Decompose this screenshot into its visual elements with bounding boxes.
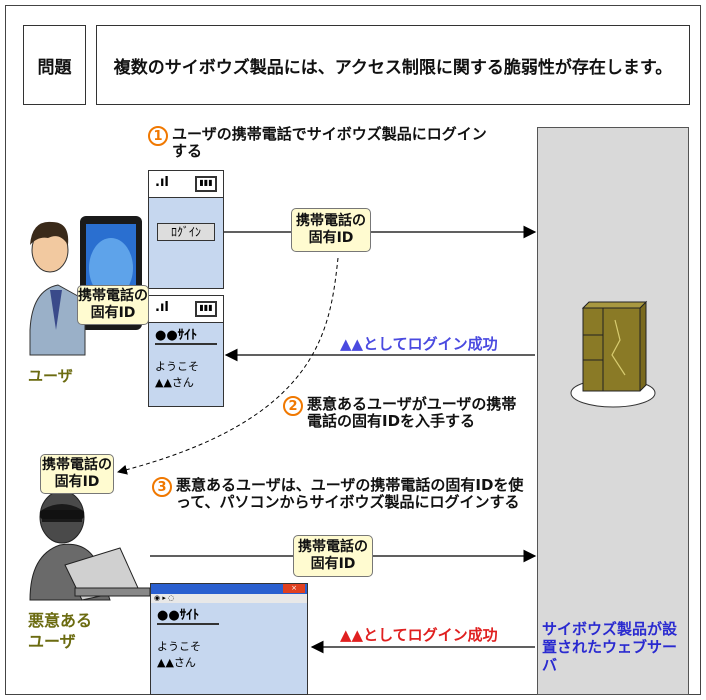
problem-description-text: 複数のサイボウズ製品には、アクセス制限に関する脆弱性が存在します。 bbox=[113, 57, 673, 78]
pc-site-title: ●●ｻｲﾄ bbox=[157, 604, 219, 625]
battery-icon: ▮▮▮ bbox=[195, 301, 217, 317]
phone-user-name: ▲▲さん bbox=[155, 376, 194, 389]
web-server-label: サイボウズ製品が設置されたウェブサーバ bbox=[542, 620, 678, 674]
web-server-column bbox=[537, 127, 689, 695]
step2-text: 悪意あるユーザがユーザの携帯電話の固有IDを入手する bbox=[307, 395, 517, 430]
phone-status-bar: .ıl ▮▮▮ bbox=[149, 171, 223, 198]
problem-label: 問題 bbox=[23, 25, 86, 105]
pc-user-name: ▲▲さん bbox=[157, 656, 196, 669]
phone-id-note-attacker: 携帯電話の固有ID bbox=[40, 454, 114, 494]
step1-text: ユーザの携帯電話でサイボウズ製品にログインする bbox=[172, 125, 487, 160]
pc-welcome: ようこそ bbox=[157, 640, 201, 653]
server-icon bbox=[570, 300, 656, 408]
login-success-phone: ▲▲としてログイン成功 bbox=[340, 335, 498, 353]
pc-title-bar: × bbox=[151, 584, 307, 594]
user-label: ユーザ bbox=[28, 367, 73, 385]
signal-icon: .ıl bbox=[155, 175, 169, 190]
battery-icon: ▮▮▮ bbox=[195, 176, 217, 192]
signal-icon: .ıl bbox=[155, 300, 169, 315]
user-illustration bbox=[29, 216, 142, 356]
attacker-label: 悪意ある ユーザ bbox=[28, 611, 93, 651]
window-close-icon[interactable]: × bbox=[283, 584, 305, 593]
step2-badge: 2 bbox=[283, 396, 303, 416]
step3-text: 悪意あるユーザは、ユーザの携帯電話の固有IDを使って、パソコンからサイボウズ製品… bbox=[176, 476, 524, 511]
problem-description: 複数のサイボウズ製品には、アクセス制限に関する脆弱性が存在します。 bbox=[96, 25, 690, 105]
phone-welcome: ようこそ bbox=[155, 360, 199, 373]
pc-toolbar: ◉ ▸ ◌ bbox=[151, 594, 307, 603]
phone-site-title: ●●ｻｲﾄ bbox=[155, 324, 217, 345]
phone-id-note-user: 携帯電話の固有ID bbox=[77, 285, 149, 325]
login-success-pc: ▲▲としてログイン成功 bbox=[340, 626, 498, 644]
phone-id-note-request: 携帯電話の固有ID bbox=[291, 208, 371, 252]
problem-label-text: 問題 bbox=[37, 57, 72, 78]
step1-badge: 1 bbox=[148, 126, 168, 146]
phone-login-screen: .ıl ▮▮▮ ﾛｸﾞｲﾝ bbox=[148, 170, 224, 289]
phone-id-note-pc-request: 携帯電話の固有ID bbox=[293, 535, 373, 577]
phone-logged-in-screen: .ıl ▮▮▮ ●●ｻｲﾄ ようこそ ▲▲さん bbox=[148, 295, 224, 407]
phone2-status-bar: .ıl ▮▮▮ bbox=[149, 296, 223, 323]
pc-browser-window: × ◉ ▸ ◌ ●●ｻｲﾄ ようこそ ▲▲さん bbox=[150, 583, 308, 695]
attacker-illustration bbox=[29, 490, 151, 601]
phone-login-button[interactable]: ﾛｸﾞｲﾝ bbox=[157, 223, 215, 241]
id-leak-dashed-arrow bbox=[117, 257, 339, 475]
step3-badge: 3 bbox=[152, 477, 172, 497]
